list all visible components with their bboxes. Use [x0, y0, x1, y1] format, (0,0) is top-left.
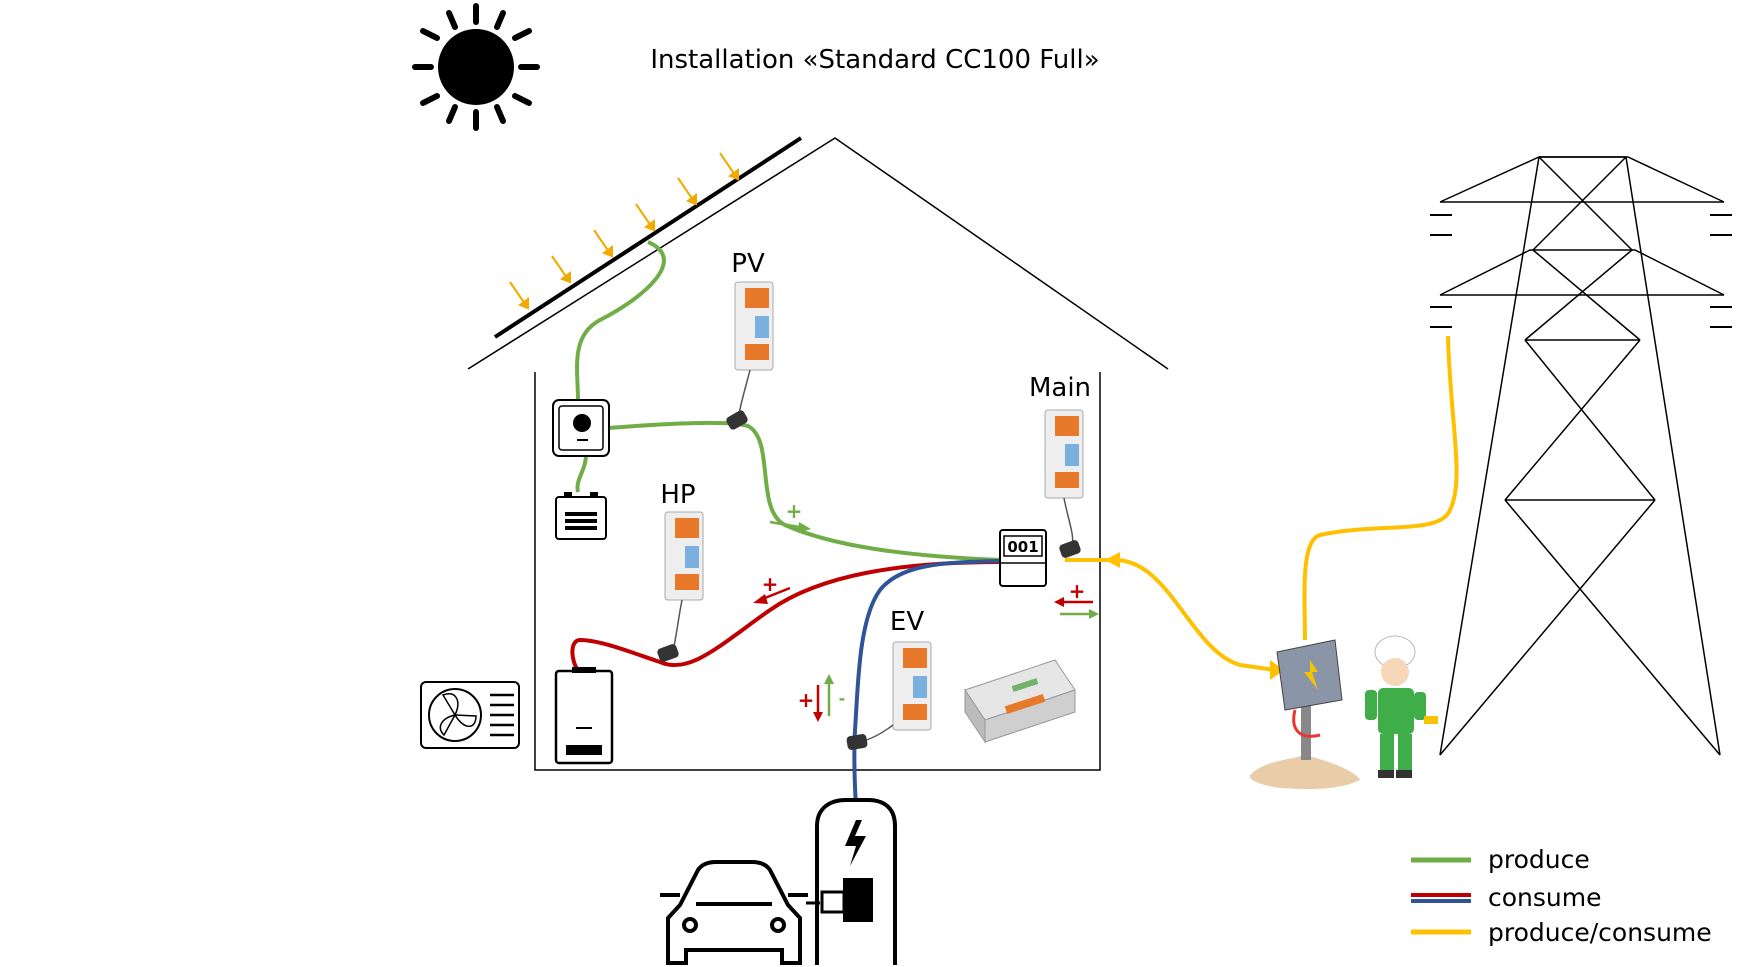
- legend-label-consume: consume: [1488, 883, 1602, 912]
- main-flow-indicator: +: [1054, 579, 1099, 619]
- hp-plus-sign: +: [762, 572, 779, 596]
- junction-box-icon: [1249, 639, 1360, 790]
- hp-label: HP: [660, 480, 695, 510]
- current-clamps: [657, 369, 1081, 750]
- hp-flow-indicator: +: [753, 572, 791, 604]
- diagram-title: Installation «Standard CC100 Full»: [650, 45, 1099, 75]
- main-plus-sign: +: [1069, 579, 1086, 603]
- legend-item-produce: produce: [1411, 845, 1590, 874]
- pv-flow-indicator: +: [769, 499, 811, 533]
- pv-plus-sign: +: [786, 499, 803, 523]
- produce-consume-cables: [1065, 335, 1459, 672]
- solar-panel-icon: [493, 136, 803, 339]
- power-pylon-icon: [1430, 156, 1732, 756]
- legend-item-produce-consume: produce/consume: [1411, 918, 1712, 947]
- legend-item-consume: consume: [1411, 883, 1602, 912]
- ev-label: EV: [890, 607, 924, 637]
- ev-charger-icon: [815, 798, 897, 965]
- ev-flow-indicator: + -: [798, 674, 846, 722]
- heat-pump-fan-icon: [420, 681, 520, 749]
- consume-cable-blue: [852, 559, 1001, 811]
- legend: produce consume produce/consume: [1411, 845, 1712, 947]
- main-label: Main: [1029, 373, 1091, 403]
- sun-ray-arrows: [509, 152, 739, 310]
- pv-label: PV: [731, 249, 765, 279]
- legend-label-produce: produce: [1488, 845, 1590, 874]
- boiler-icon: [554, 667, 614, 765]
- smart-meter-icon: [664, 281, 1084, 731]
- legend-label-produce-consume: produce/consume: [1488, 918, 1712, 947]
- battery-icon: [555, 492, 607, 540]
- controller-icon: [964, 659, 1076, 744]
- ev-plus-sign: +: [798, 688, 815, 712]
- house-outline: [467, 137, 1169, 771]
- inverter-icon: [552, 399, 610, 457]
- consume-cable-red: [570, 560, 1001, 674]
- grid-arrow: [1105, 552, 1120, 568]
- ev-minus-sign: -: [839, 689, 846, 708]
- sun-icon: [412, 3, 540, 131]
- junction-arrow: [1270, 660, 1284, 680]
- main-meter-box: 001: [999, 529, 1047, 587]
- car-icon: [660, 860, 820, 965]
- main-meter-display: 001: [1007, 538, 1038, 556]
- produce-cables: [575, 240, 1001, 562]
- worker-figure-icon: [1365, 635, 1438, 778]
